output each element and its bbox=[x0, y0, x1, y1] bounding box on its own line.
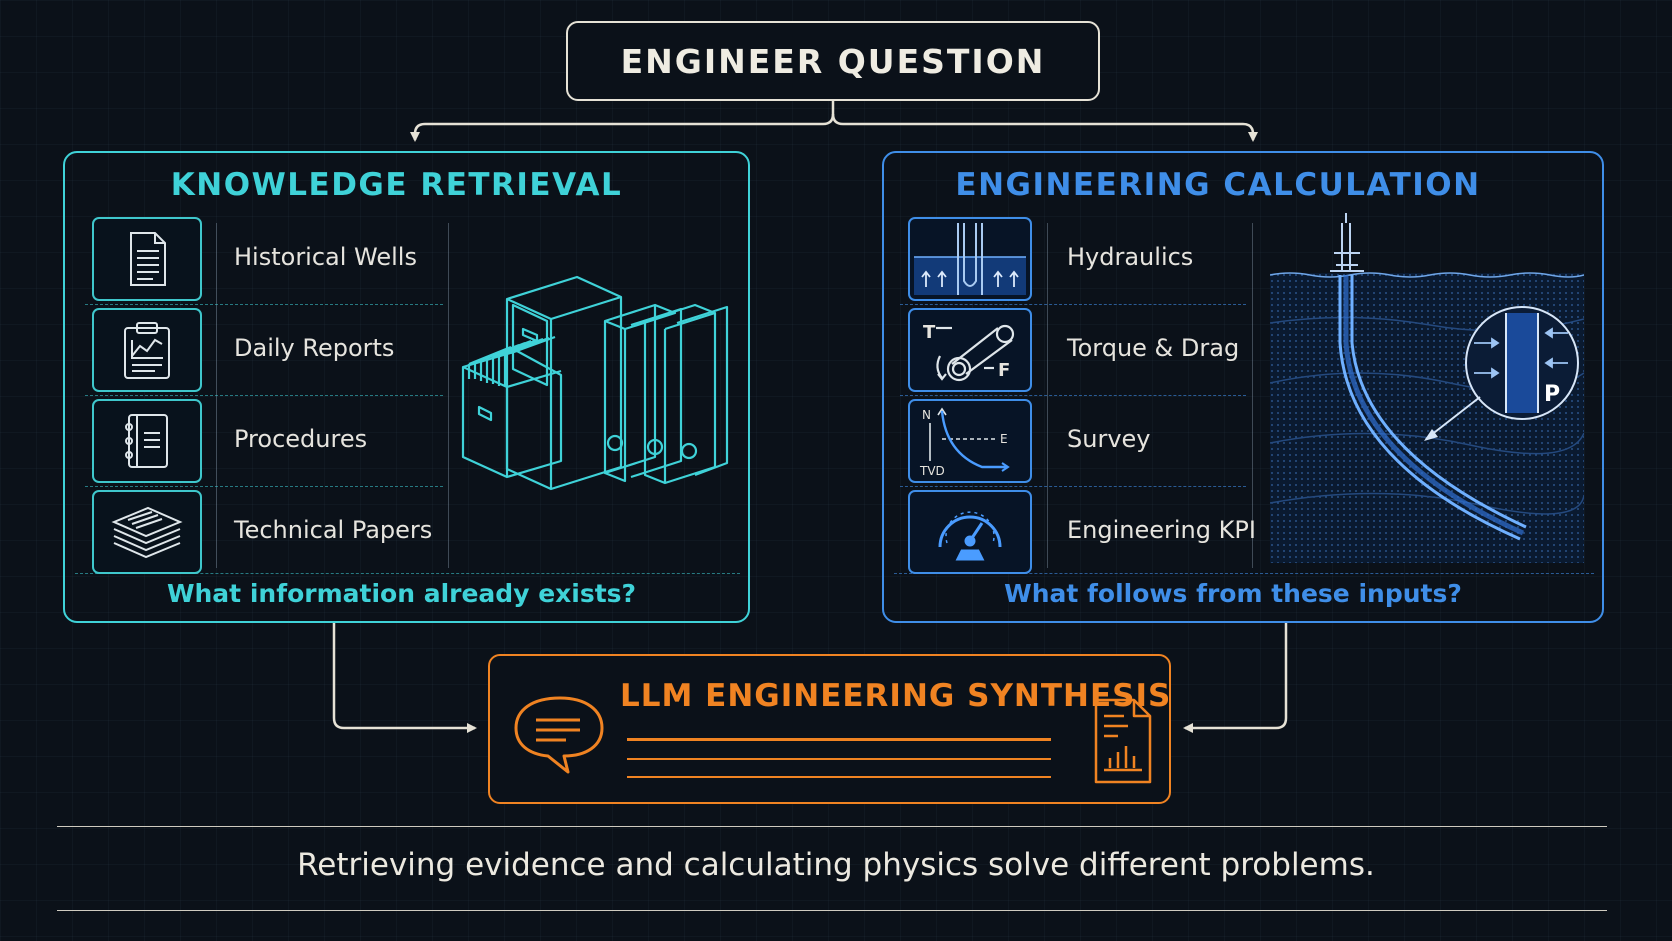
survey-icon: N E TVD bbox=[919, 407, 1010, 478]
item-engineering-kpi: Engineering KPI bbox=[1067, 516, 1256, 544]
engineer-question-box: ENGINEER QUESTION bbox=[566, 21, 1100, 101]
document-icon bbox=[130, 232, 166, 286]
item-procedures: Procedures bbox=[234, 425, 368, 453]
force-glyph: F bbox=[998, 360, 1010, 381]
arrow-question-to-calculation bbox=[831, 113, 1258, 142]
item-hydraulics: Hydraulics bbox=[1067, 243, 1194, 271]
torque-drag-tile: T F bbox=[908, 308, 1032, 392]
wellbore-pressure-illustration: P bbox=[1270, 213, 1584, 563]
footer-rule-top bbox=[57, 826, 1607, 827]
arrow-calculation-to-synthesis bbox=[1183, 623, 1288, 733]
chat-bubble-icon bbox=[514, 696, 604, 774]
survey-north-glyph: N bbox=[922, 408, 931, 422]
knowledge-retrieval-caption: What information already exists? bbox=[166, 579, 637, 608]
engineering-calculation-caption: What follows from these inputs? bbox=[1004, 579, 1462, 608]
hydraulics-icon bbox=[914, 223, 1026, 295]
filing-cabinet-binders-illustration bbox=[461, 275, 729, 491]
survey-east-glyph: E bbox=[1000, 432, 1008, 446]
knowledge-retrieval-title: KNOWLEDGE RETRIEVAL bbox=[170, 167, 623, 203]
survey-tvd-glyph: TVD bbox=[919, 464, 945, 478]
item-daily-reports: Daily Reports bbox=[234, 334, 395, 362]
engineering-kpi-tile bbox=[908, 490, 1032, 574]
historical-wells-tile bbox=[92, 217, 202, 301]
footer-rule-bottom bbox=[57, 910, 1607, 911]
arrow-retrieval-to-synthesis bbox=[332, 623, 477, 733]
item-survey: Survey bbox=[1067, 425, 1151, 453]
engineering-calculation-panel: ENGINEERING CALCULATION Hydraulics bbox=[882, 151, 1604, 623]
procedures-tile bbox=[92, 399, 202, 483]
item-technical-papers: Technical Papers bbox=[234, 516, 433, 544]
pressure-glyph: P bbox=[1544, 382, 1560, 407]
gauge-icon bbox=[938, 511, 1002, 561]
llm-synthesis-box: LLM ENGINEERING SYNTHESIS bbox=[488, 654, 1171, 804]
engineering-calculation-title: ENGINEERING CALCULATION bbox=[955, 167, 1481, 203]
clipboard-chart-icon bbox=[124, 322, 170, 379]
llm-synthesis-title: LLM ENGINEERING SYNTHESIS bbox=[620, 678, 1172, 714]
arrow-question-to-retrieval bbox=[410, 101, 835, 142]
knowledge-retrieval-panel: KNOWLEDGE RETRIEVAL Historical Wells bbox=[63, 151, 750, 623]
item-torque-drag: Torque & Drag bbox=[1067, 334, 1240, 362]
torque-glyph: T bbox=[923, 322, 936, 343]
survey-tile: N E TVD bbox=[908, 399, 1032, 483]
footer-statement: Retrieving evidence and calculating phys… bbox=[297, 847, 1375, 883]
torque-drag-icon: T F bbox=[923, 322, 1015, 382]
technical-papers-tile bbox=[92, 490, 202, 574]
paper-stack-icon bbox=[111, 506, 183, 559]
engineer-question-title: ENGINEER QUESTION bbox=[620, 41, 1046, 81]
item-historical-wells: Historical Wells bbox=[234, 243, 417, 271]
notebook-icon bbox=[125, 414, 168, 468]
daily-reports-tile bbox=[92, 308, 202, 392]
report-chart-icon bbox=[1094, 698, 1152, 784]
hydraulics-tile bbox=[908, 217, 1032, 301]
